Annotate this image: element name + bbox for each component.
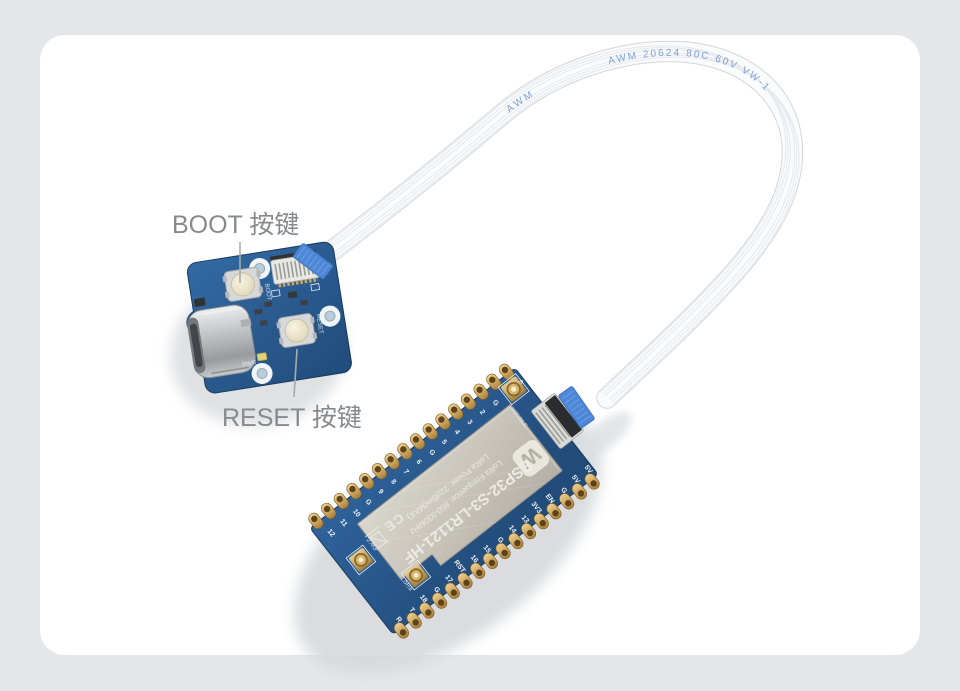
pin-label: 4 xyxy=(453,429,461,436)
cable-conductor-stripes xyxy=(313,45,800,405)
castellated-pin xyxy=(571,483,587,500)
castellated-pin xyxy=(333,492,349,510)
pin-label: G xyxy=(432,586,441,595)
boot-callout-label: BOOT 按键 xyxy=(172,211,299,239)
callout-reset: RESET 按键 xyxy=(222,348,362,432)
castellated-pin xyxy=(444,582,460,599)
ufl-connector-24g xyxy=(345,544,377,576)
usb-c-connector xyxy=(187,304,256,379)
pin-label: 14 xyxy=(507,524,517,535)
mounting-hole xyxy=(251,362,273,384)
castellated-pin xyxy=(409,433,426,450)
castellated-pin xyxy=(393,622,410,639)
ribbon-cable: AWM AWM 20624 80C 60V VW-1 xyxy=(309,40,804,409)
pin-label: 2 xyxy=(478,409,486,416)
adapter-components xyxy=(193,283,321,362)
pin-label: 16 xyxy=(469,554,479,565)
module-board: 121110G9876G5432G10 RT18G17RST1615G14133… xyxy=(308,363,600,639)
castellated-pin xyxy=(520,522,537,540)
reset-leader-line xyxy=(293,348,298,398)
cable-conductor-line xyxy=(313,45,787,393)
power-led xyxy=(256,352,268,362)
pin-label: 12 xyxy=(326,528,336,539)
pin-label: 13 xyxy=(520,514,530,525)
pin-label: 17 xyxy=(443,574,453,585)
castellated-pin xyxy=(473,383,489,400)
pin-label: G xyxy=(496,536,505,545)
castellated-pin xyxy=(533,513,549,530)
cable-conductor-line xyxy=(324,54,798,403)
cable-conductor-line xyxy=(317,49,791,397)
castellated-pin xyxy=(584,473,600,490)
photo-card xyxy=(40,35,920,655)
pin-label: 10 xyxy=(351,508,361,519)
castellated-pin xyxy=(508,532,524,550)
castellated-pin xyxy=(308,512,324,530)
ffc-solder-pads xyxy=(278,277,319,288)
mounting-hole xyxy=(319,305,341,327)
pin-label: G xyxy=(491,399,500,408)
castellated-pin xyxy=(448,403,464,420)
pin-label: T xyxy=(407,607,416,615)
pin-label: EN xyxy=(544,493,556,505)
pwr-silkscreen: PWR xyxy=(242,360,257,368)
castellated-pin xyxy=(559,493,575,510)
pin-label: 7 xyxy=(402,468,410,475)
cable-conductor-line xyxy=(326,56,800,405)
castellated-pin xyxy=(495,542,511,560)
castellated-pin xyxy=(397,443,413,460)
castellated-pin xyxy=(422,423,438,440)
pin-label: 5 xyxy=(440,439,448,446)
pin-label: 3 xyxy=(465,419,473,426)
cable-conductor-line xyxy=(315,47,789,395)
weee-icon xyxy=(364,526,389,551)
cable-end-module xyxy=(558,386,595,429)
castellated-pin xyxy=(419,602,435,619)
ufl-connector-wifi xyxy=(497,373,530,406)
castellated-pin xyxy=(346,482,362,500)
boot-silkscreen: BOOT xyxy=(263,283,272,301)
castellated-pin xyxy=(546,503,562,520)
rf-shield: W ESP32-S3-LR1121-HF LoRa Frequence: 850… xyxy=(356,403,563,580)
pin-label: G xyxy=(364,498,373,507)
pin-label: R xyxy=(394,616,403,624)
castellated-pin xyxy=(470,562,486,579)
pin-label: 5V xyxy=(570,474,581,485)
ufl-connector-lora xyxy=(400,559,432,591)
castellated-pin xyxy=(457,572,473,589)
pin-label: G xyxy=(559,486,568,495)
adapter-board: BOOT RESET PWR xyxy=(186,241,352,394)
pin-label: 11 xyxy=(338,518,348,528)
callout-boot: BOOT 按键 xyxy=(172,211,299,283)
pin-label: 18 xyxy=(418,594,428,605)
castellated-pin xyxy=(460,393,476,410)
castellated-pin xyxy=(431,592,448,609)
pin-label: G xyxy=(427,449,436,458)
reset-button[interactable] xyxy=(276,313,318,349)
pin-label: 5V xyxy=(583,464,594,475)
pin-label: 6 xyxy=(415,459,423,466)
cable-end-adapter xyxy=(293,243,334,280)
castellated-pin xyxy=(384,453,400,470)
cable-conductor-line xyxy=(321,52,796,401)
castellated-pin xyxy=(406,612,422,629)
castellated-pin xyxy=(482,552,498,570)
boot-button[interactable] xyxy=(222,266,264,303)
pin-label: 8 xyxy=(389,478,397,485)
castellated-pin xyxy=(321,502,337,520)
reset-callout-label: RESET 按键 xyxy=(222,404,362,432)
pin-label: 15 xyxy=(481,544,491,555)
castellated-pin xyxy=(359,473,375,490)
castellated-pin xyxy=(371,463,387,480)
waveshare-logo: W xyxy=(512,440,550,477)
castellated-pin xyxy=(498,363,515,381)
module-pins-top: 121110G9876G5432G10 xyxy=(308,363,524,539)
pin-label: 9 xyxy=(376,488,384,495)
castellated-pin xyxy=(486,373,502,390)
reset-silkscreen: RESET xyxy=(314,314,323,335)
cable-body xyxy=(310,41,803,408)
castellated-pin xyxy=(435,413,451,430)
